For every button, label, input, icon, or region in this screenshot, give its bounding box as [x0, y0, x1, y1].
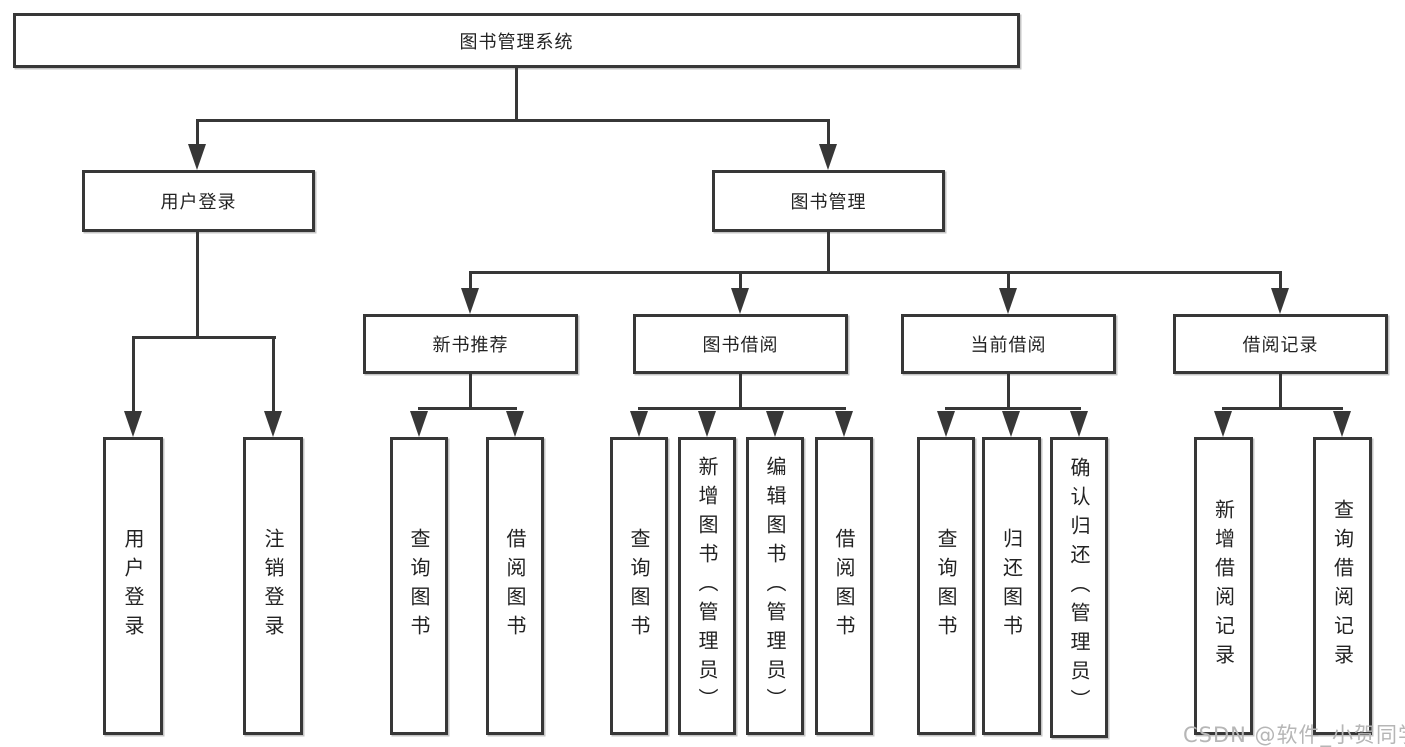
arrowhead-down-icon	[1333, 411, 1351, 437]
connector-line	[1222, 407, 1343, 410]
leaf-query-books-3: 查询图书	[917, 437, 975, 735]
connector-line	[1007, 374, 1010, 410]
leaf-query-books-1: 查询图书	[390, 437, 448, 735]
connector-line	[196, 119, 829, 122]
arrowhead-down-icon	[766, 411, 784, 437]
connector-line	[132, 336, 135, 416]
arrowhead-down-icon	[124, 411, 142, 437]
arrowhead-down-icon	[461, 288, 479, 314]
connector-line	[739, 374, 742, 410]
arrowhead-down-icon	[698, 411, 716, 437]
connector-line	[132, 336, 276, 339]
leaf-query-borrow-record: 查询借阅记录	[1313, 437, 1372, 735]
arrowhead-down-icon	[506, 411, 524, 437]
node-new-book-recommend: 新书推荐	[363, 314, 578, 374]
arrowhead-down-icon	[1271, 288, 1289, 314]
connector-line	[196, 232, 199, 339]
node-user-login-label: 用户登录	[160, 192, 237, 213]
leaf-add-borrow-record-label: 新增借阅记录	[1211, 499, 1236, 673]
connector-line	[515, 68, 518, 120]
leaf-user-login-label: 用户登录	[121, 528, 145, 644]
arrowhead-down-icon	[819, 144, 837, 170]
leaf-add-books-admin-label: 新增图书（管理员）	[695, 455, 719, 717]
connector-line	[638, 407, 846, 410]
leaf-confirm-return-admin-label: 确认归还（管理员）	[1067, 457, 1091, 718]
leaf-borrow-books-2-label: 借阅图书	[832, 528, 856, 644]
leaf-confirm-return-admin: 确认归还（管理员）	[1050, 437, 1108, 738]
leaf-borrow-books-2: 借阅图书	[815, 437, 873, 735]
arrowhead-down-icon	[410, 411, 428, 437]
leaf-query-books-3-label: 查询图书	[934, 528, 958, 644]
node-book-borrowing-label: 图书借阅	[702, 335, 779, 356]
leaf-query-books-2: 查询图书	[610, 437, 668, 735]
node-user-login: 用户登录	[82, 170, 315, 232]
connector-line	[469, 271, 1282, 274]
leaf-edit-books-admin: 编辑图书（管理员）	[746, 437, 804, 735]
leaf-borrow-books-1-label: 借阅图书	[503, 528, 527, 644]
node-current-borrowing: 当前借阅	[901, 314, 1116, 374]
node-root: 图书管理系统	[13, 13, 1020, 68]
arrowhead-down-icon	[630, 411, 648, 437]
connector-line	[1007, 271, 1010, 293]
node-borrowing-records-label: 借阅记录	[1242, 335, 1319, 356]
node-book-borrowing: 图书借阅	[633, 314, 848, 374]
node-root-label: 图书管理系统	[459, 31, 574, 53]
leaf-borrow-books-1: 借阅图书	[486, 437, 544, 735]
arrowhead-down-icon	[835, 411, 853, 437]
arrowhead-down-icon	[731, 288, 749, 314]
leaf-query-books-2-label: 查询图书	[627, 528, 651, 644]
leaf-return-books-label: 归还图书	[999, 528, 1024, 644]
connector-line	[469, 374, 472, 410]
connector-line	[272, 336, 275, 416]
connector-line	[739, 271, 742, 293]
leaf-add-books-admin: 新增图书（管理员）	[678, 437, 736, 735]
node-borrowing-records: 借阅记录	[1173, 314, 1388, 374]
arrowhead-down-icon	[188, 144, 206, 170]
arrowhead-down-icon	[264, 411, 282, 437]
leaf-edit-books-admin-label: 编辑图书（管理员）	[763, 455, 787, 717]
node-current-borrowing-label: 当前借阅	[970, 335, 1047, 356]
connector-line	[196, 119, 199, 147]
connector-line	[469, 271, 472, 293]
connector-line	[1279, 374, 1282, 410]
arrowhead-down-icon	[1002, 411, 1020, 437]
connector-line	[418, 407, 517, 410]
connector-line	[827, 119, 830, 147]
arrowhead-down-icon	[1214, 411, 1232, 437]
node-book-management-label: 图书管理	[790, 192, 867, 213]
leaf-query-borrow-record-label: 查询借阅记录	[1330, 499, 1355, 673]
arrowhead-down-icon	[999, 288, 1017, 314]
leaf-logout: 注销登录	[243, 437, 303, 735]
leaf-logout-label: 注销登录	[261, 528, 285, 644]
node-new-book-recommend-label: 新书推荐	[432, 335, 509, 356]
arrowhead-down-icon	[1070, 411, 1088, 437]
leaf-return-books: 归还图书	[982, 437, 1041, 735]
connector-line	[945, 407, 1081, 410]
node-book-management: 图书管理	[712, 170, 945, 232]
connector-line	[827, 232, 830, 274]
leaf-add-borrow-record: 新增借阅记录	[1194, 437, 1253, 735]
leaf-user-login: 用户登录	[103, 437, 163, 735]
leaf-query-books-1-label: 查询图书	[407, 528, 431, 644]
connector-line	[1279, 271, 1282, 293]
csdn-watermark: CSDN @软件_小贺同学	[1183, 723, 1405, 747]
arrowhead-down-icon	[937, 411, 955, 437]
